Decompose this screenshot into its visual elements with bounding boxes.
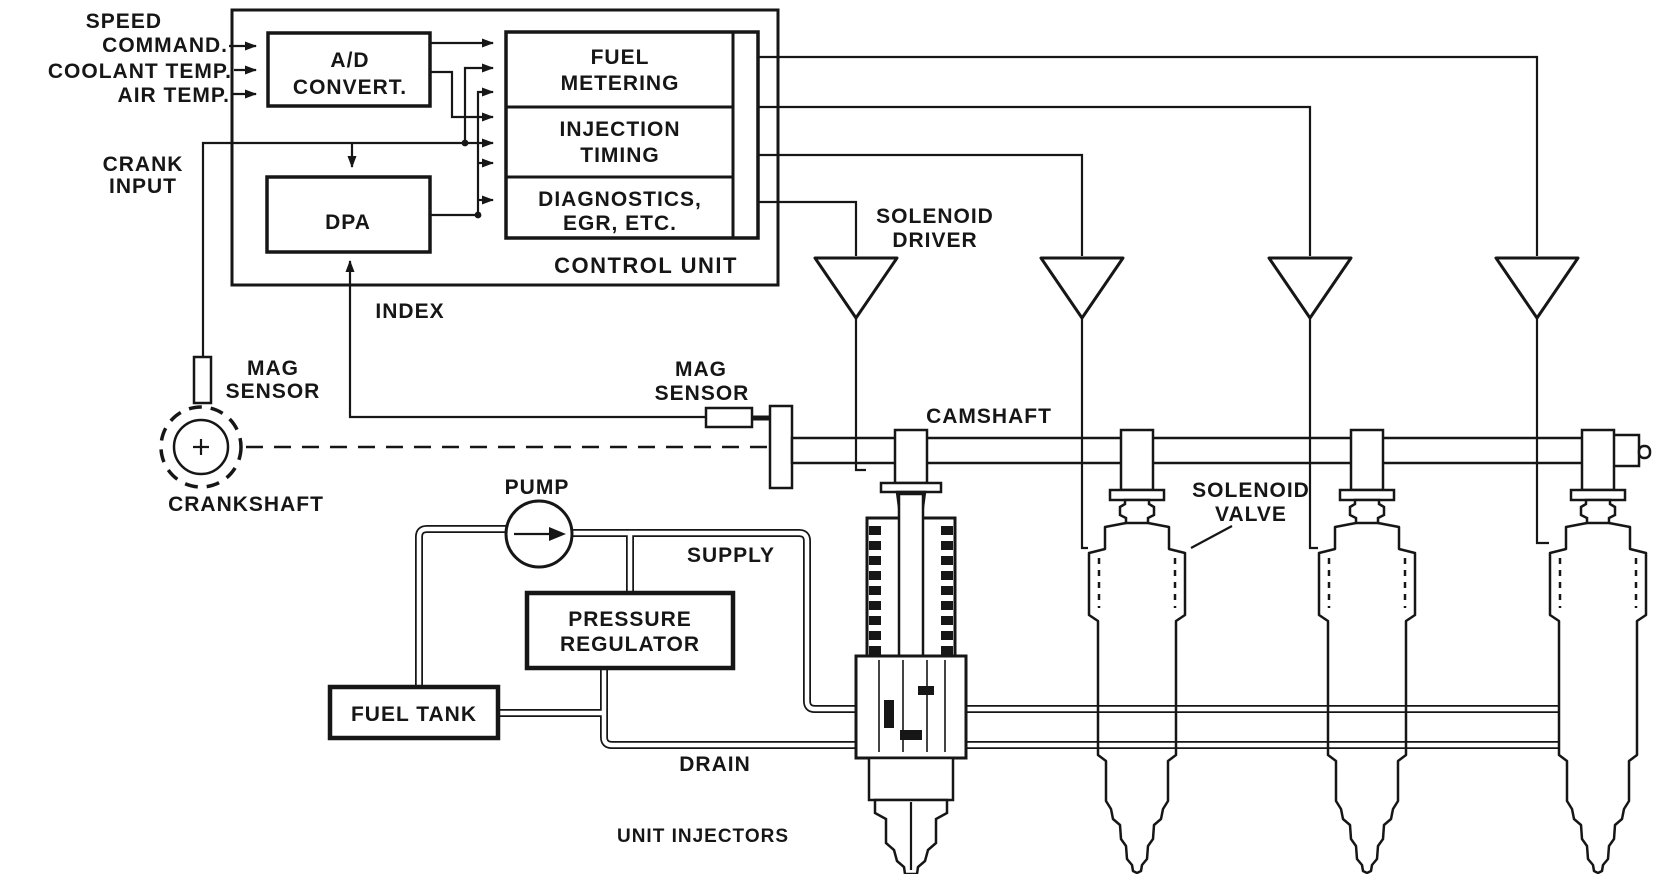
label-dpa: DPA	[325, 211, 371, 234]
label-mag-sensor-cam: MAG	[675, 358, 727, 381]
labels: SPEED COMMAND. COOLANT TEMP. AIR TEMP. C…	[48, 10, 1310, 847]
injector-1-body	[854, 654, 968, 760]
injector-1-internal-detail	[878, 660, 946, 752]
control-unit-box	[230, 8, 780, 287]
wire-crank-input-trunk	[201, 141, 465, 358]
wire-dpa-to-fuel-metering	[476, 87, 494, 215]
label-fuel-metering-2: METERING	[561, 72, 680, 95]
label-speed-command: SPEED	[86, 10, 162, 33]
label-pressure-regulator-2: REGULATOR	[560, 633, 700, 656]
solenoid-driver-3	[1267, 256, 1353, 320]
label-crank-input-2: INPUT	[109, 175, 177, 198]
unit-injector-2	[1087, 428, 1187, 874]
label-index: INDEX	[375, 300, 444, 323]
fuel-devices	[327, 499, 736, 741]
feed-driver-2	[755, 153, 1084, 256]
label-pump: PUMP	[505, 476, 570, 499]
solenoid-driver-4	[1494, 256, 1580, 320]
cam-follower-1	[893, 428, 929, 485]
feed-driver-1	[755, 200, 858, 256]
camshaft-end-disc	[768, 404, 794, 490]
label-mag-sensor-cam-2: SENSOR	[655, 382, 750, 405]
label-coolant-temp: COOLANT TEMP.	[48, 60, 232, 83]
solenoid-drivers	[813, 256, 1580, 550]
fuel-tank-box	[327, 684, 501, 741]
label-diagnostics-2: EGR, ETC.	[563, 212, 677, 235]
pump-flow-arrowhead	[549, 527, 566, 541]
mag-sensor-cam	[704, 406, 754, 429]
solenoid-driver-2	[1039, 256, 1125, 320]
label-solenoid-driver: SOLENOID	[876, 205, 994, 228]
label-solenoid-valve-2: VALVE	[1215, 503, 1287, 526]
feed-driver-4	[755, 55, 1539, 256]
label-crank-input: CRANK	[103, 153, 184, 176]
label-ad-converter-2: CONVERT.	[293, 76, 407, 99]
wire-index-to-dpa	[345, 260, 708, 419]
label-injection-timing: INJECTION	[559, 118, 680, 141]
wire-ad-out-2	[430, 70, 494, 122]
label-crankshaft: CRANKSHAFT	[168, 493, 324, 516]
driver-4-output	[1535, 318, 1549, 545]
label-camshaft: CAMSHAFT	[926, 405, 1052, 428]
mag-sensor-crank	[192, 355, 213, 405]
solenoid-driver-1	[813, 256, 899, 320]
label-supply: SUPPLY	[687, 544, 775, 567]
label-control-unit: CONTROL UNIT	[554, 253, 738, 278]
label-ad-converter: A/D	[330, 49, 369, 72]
label-injection-timing-2: TIMING	[580, 144, 660, 167]
signal-wires	[201, 38, 1539, 419]
ad-converter-box	[266, 31, 432, 108]
label-fuel-tank: FUEL TANK	[351, 703, 477, 726]
camshaft-end-cap	[1611, 433, 1641, 468]
crankshaft-assembly	[159, 355, 768, 489]
unit-injector-3	[1317, 428, 1417, 874]
label-unit-injectors: UNIT INJECTORS	[617, 826, 789, 847]
camshaft-bar	[790, 436, 1615, 465]
fuel-pipes	[415, 525, 1560, 749]
feed-driver-3	[755, 105, 1312, 256]
control-unit	[230, 8, 780, 287]
label-solenoid-valve: SOLENOID	[1192, 479, 1310, 502]
label-diagnostics: DIAGNOSTICS,	[538, 188, 702, 211]
label-air-temp: AIR TEMP.	[118, 84, 230, 107]
driver-1-output	[854, 318, 866, 472]
crankshaft-gear-ring	[159, 405, 243, 489]
unit-injector-1-cutaway	[854, 428, 968, 874]
injector-1-lower-body	[867, 756, 955, 802]
label-speed-command-2: COMMAND.	[102, 34, 228, 57]
crankshaft-center-mark	[193, 439, 209, 455]
solenoid-valve-leader	[1190, 525, 1233, 549]
camshaft-end-nub	[1637, 444, 1652, 460]
function-blocks-box	[504, 30, 760, 240]
wire-junction-dot	[461, 139, 469, 147]
injector-1-plunger	[897, 492, 925, 660]
label-solenoid-driver-2: DRIVER	[892, 229, 977, 252]
camshaft-assembly	[704, 404, 1652, 490]
driver-2-output	[1080, 318, 1088, 550]
label-fuel-metering: FUEL	[591, 46, 650, 69]
label-mag-sensor-crank: MAG	[247, 357, 299, 380]
label-mag-sensor-crank-2: SENSOR	[226, 380, 321, 403]
wire-junction-dot	[474, 211, 482, 219]
pressure-regulator-box	[524, 590, 736, 671]
unit-injector-4	[1548, 428, 1648, 874]
follower-flange-1	[879, 481, 943, 494]
dpa-box	[265, 175, 432, 254]
injector-1-spring-coils	[869, 526, 953, 655]
label-drain: DRAIN	[679, 753, 751, 776]
driver-3-output	[1308, 318, 1318, 550]
label-pressure-regulator: PRESSURE	[568, 608, 692, 631]
